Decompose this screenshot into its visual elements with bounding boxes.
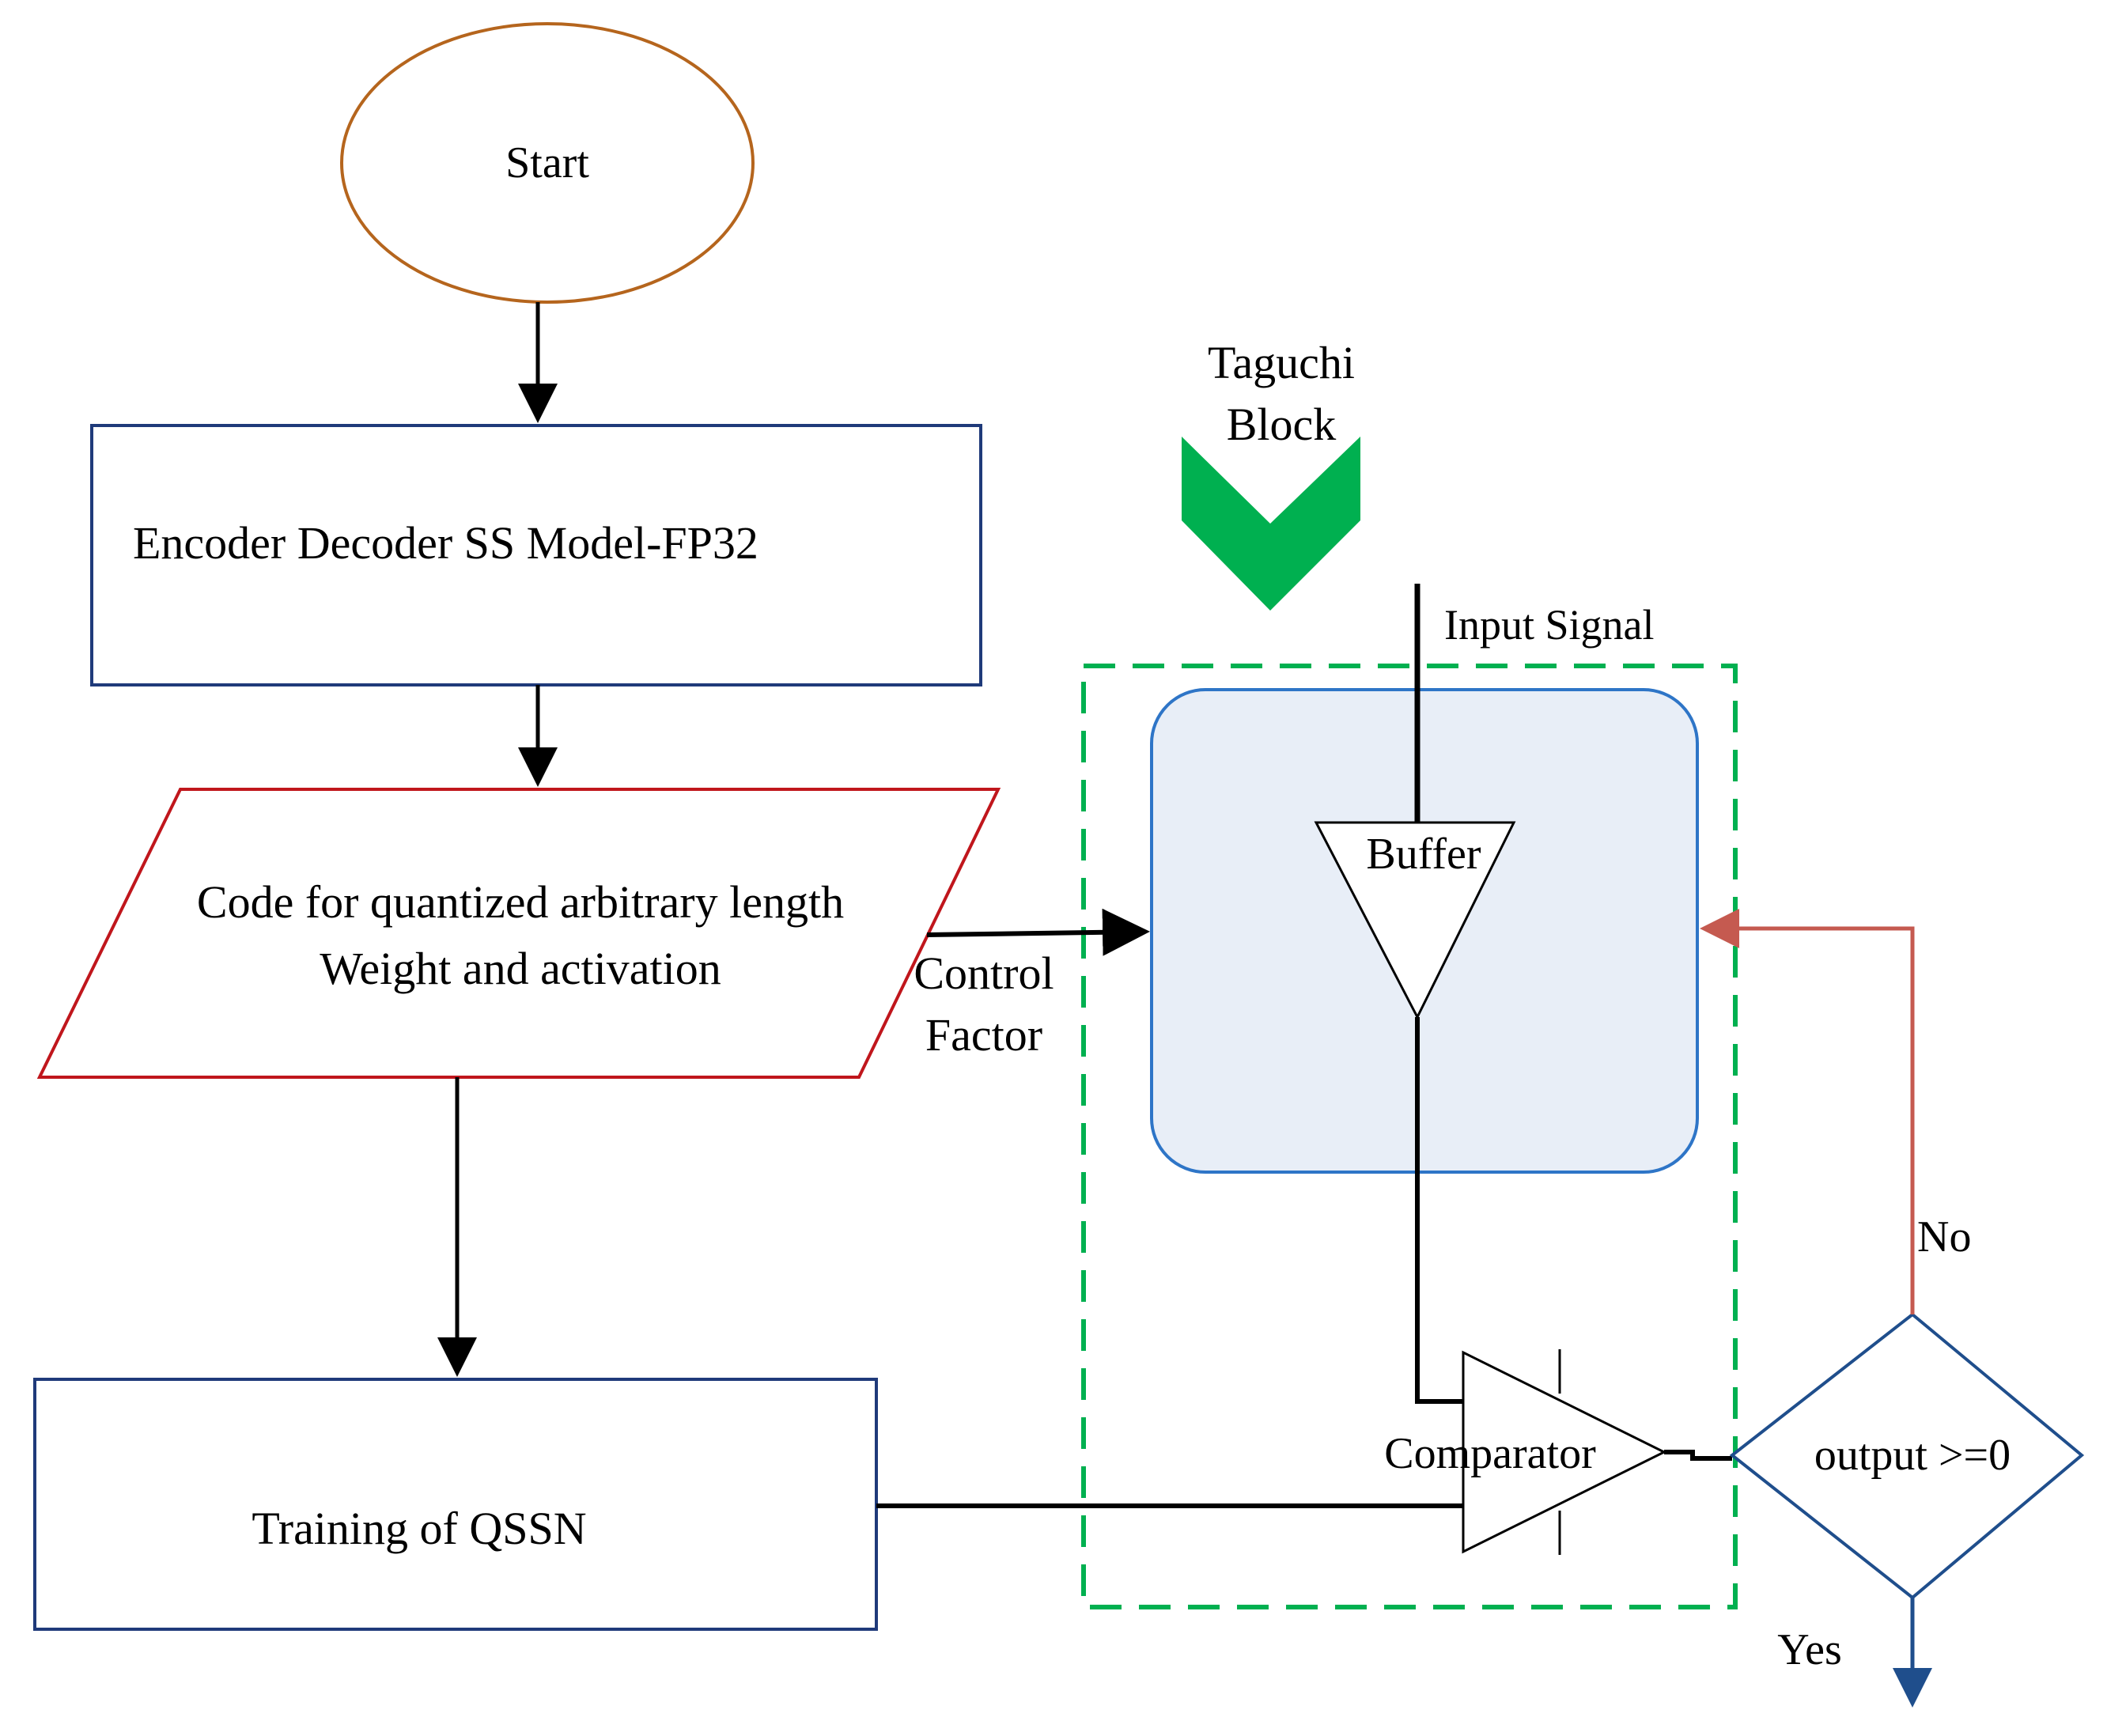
taguchi-label-line1: Taguchi bbox=[1208, 337, 1355, 388]
buffer-label: Buffer bbox=[1366, 830, 1481, 879]
quantization-code-parallelogram bbox=[36, 788, 1001, 1079]
buffer-triangle bbox=[1314, 821, 1516, 1020]
quantization-code-label-line1: Code for quantized arbitrary length bbox=[197, 876, 844, 928]
start-node bbox=[340, 22, 755, 304]
comparator-label: Comparator bbox=[1384, 1429, 1596, 1478]
taguchi-chevron-icon bbox=[1182, 437, 1360, 611]
yes-label: Yes bbox=[1777, 1625, 1841, 1674]
encoder-decoder-box bbox=[90, 424, 982, 686]
control-factor-label-line2: Factor bbox=[925, 1009, 1042, 1061]
buffer-to-comparator-line bbox=[1415, 1017, 1463, 1404]
training-label: Training of QSSN bbox=[252, 1503, 586, 1554]
encoder-decoder-label: Encoder Decoder SS Model-FP32 bbox=[133, 517, 758, 569]
taguchi-label-line2: Block bbox=[1227, 399, 1337, 450]
quantization-code-label-line2: Weight and activation bbox=[320, 943, 721, 994]
start-label: Start bbox=[505, 138, 589, 187]
arrow-control-factor bbox=[926, 908, 1150, 956]
no-label: No bbox=[1917, 1212, 1971, 1261]
comparator-to-decision-line bbox=[1664, 1450, 1732, 1461]
taguchi-block-boundary bbox=[1081, 664, 1738, 1609]
control-factor-label-line1: Control bbox=[914, 947, 1054, 999]
feedback-no-line bbox=[1700, 909, 1915, 1314]
input-signal-label: Input Signal bbox=[1444, 601, 1655, 649]
decision-label: output >=0 bbox=[1814, 1431, 2011, 1480]
comparator-triangle bbox=[1462, 1350, 1667, 1554]
